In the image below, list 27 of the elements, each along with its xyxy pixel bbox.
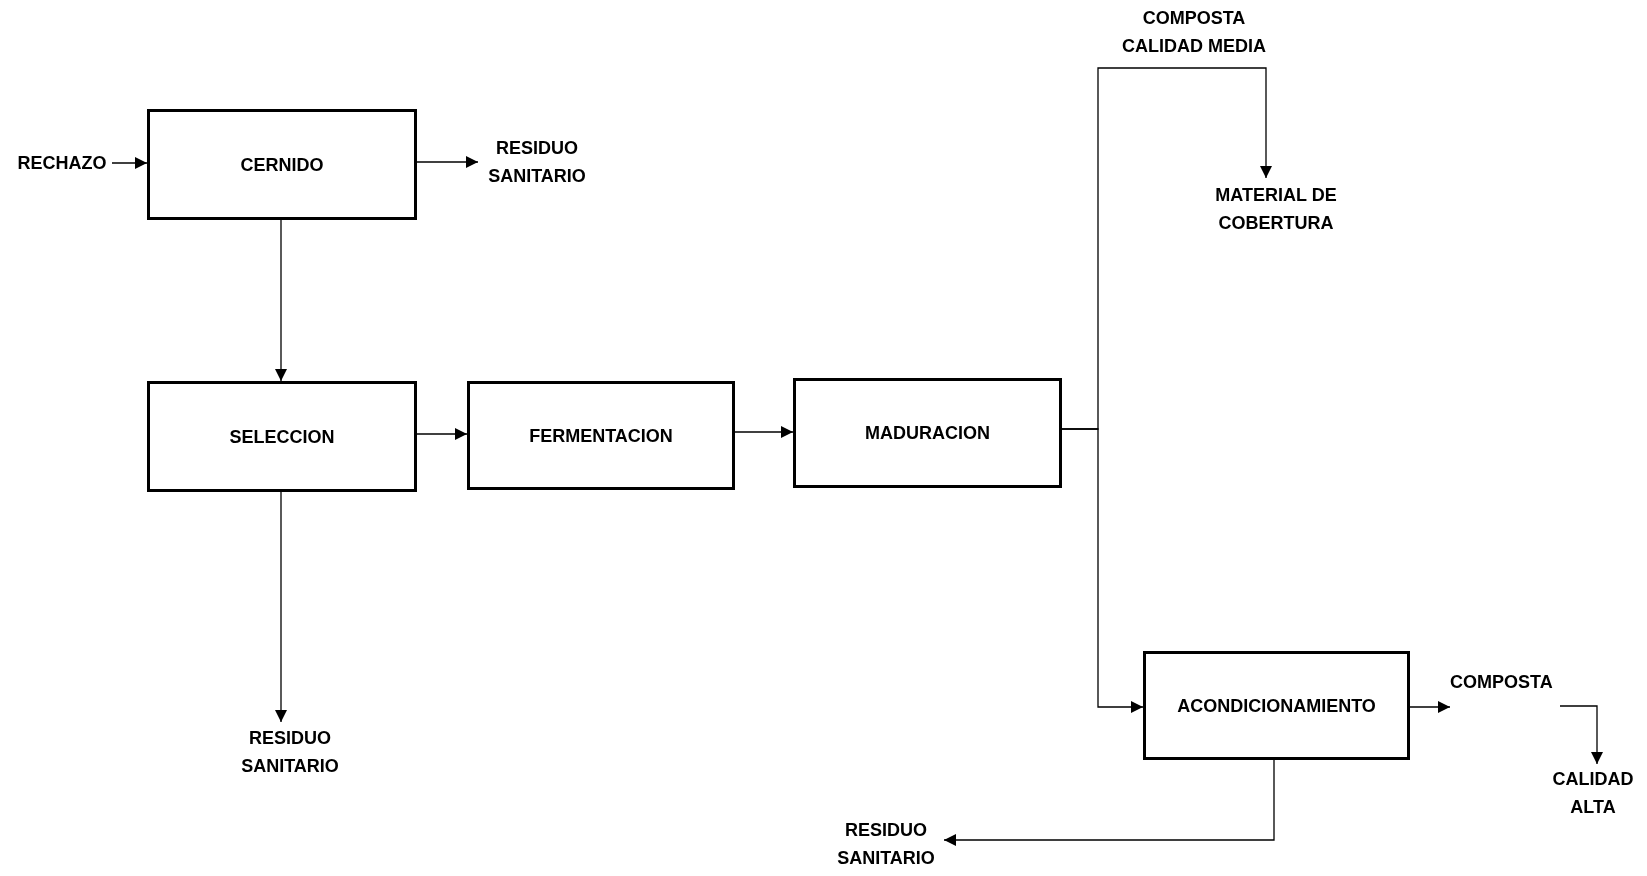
flow-label: RECHAZO: [12, 150, 112, 176]
process-label: MADURACION: [865, 422, 990, 445]
arrow: [416, 428, 468, 440]
arrow: [111, 157, 148, 169]
process-box: [147, 109, 417, 220]
flow-label: MATERIAL DE COBERTURA: [1196, 178, 1356, 240]
arrow: [943, 759, 1275, 846]
process-box: [147, 381, 417, 492]
arrow: [1559, 705, 1603, 765]
arrow: [1409, 701, 1451, 713]
arrow: [416, 156, 479, 168]
flow-label: CALIDAD ALTA: [1543, 764, 1643, 822]
process-label: ACONDICIONAMIENTO: [1177, 694, 1376, 718]
arrow: [275, 491, 287, 723]
flow-label: RESIDUO SANITARIO: [228, 722, 352, 782]
arrow: [734, 426, 794, 438]
flow-label: COMPOSTA: [1450, 668, 1560, 712]
process-box: [467, 381, 735, 490]
arrow: [275, 219, 287, 382]
arrow: [1061, 428, 1144, 713]
process-label: FERMENTACION: [529, 424, 673, 448]
process-label: SELECCION: [229, 425, 335, 449]
flow-label: RESIDUO SANITARIO: [478, 132, 596, 192]
process-box: [793, 378, 1062, 488]
process-label: CERNIDO: [240, 153, 324, 177]
process-box: [1143, 651, 1410, 760]
flow-label: RESIDUO SANITARIO: [828, 815, 944, 873]
